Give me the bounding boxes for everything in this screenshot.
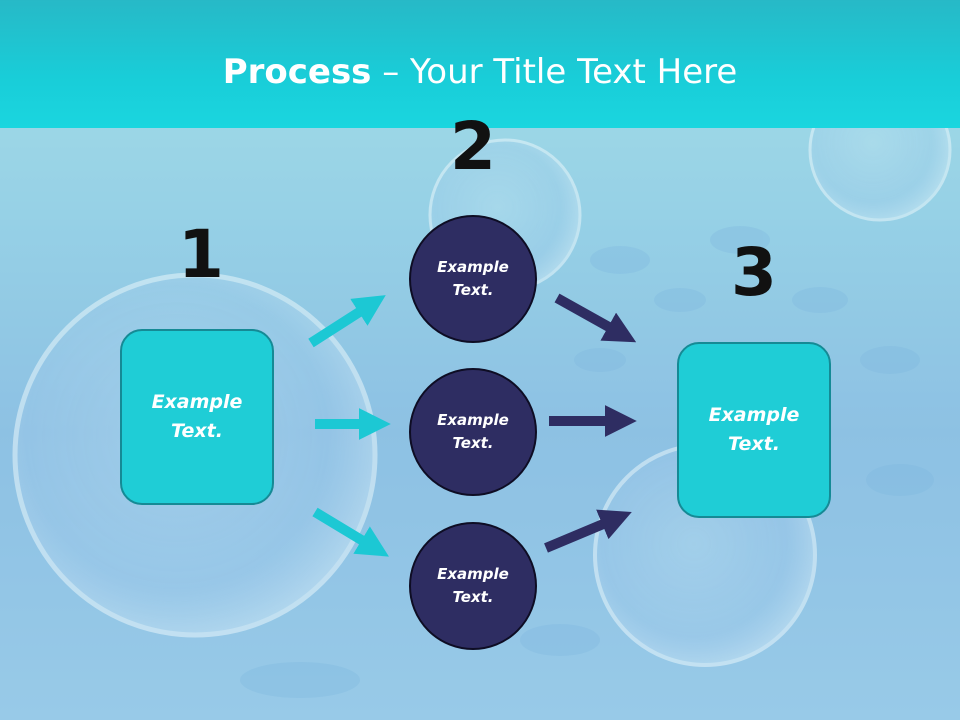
title-bold: Process	[222, 52, 372, 92]
arrow-to-circle-top	[308, 295, 386, 348]
step-2-circle-middle: Example Text.	[409, 368, 537, 496]
step-3-box: Example Text.	[677, 342, 831, 518]
arrow-from-circle-bottom	[544, 509, 632, 553]
page-title: Process – Your Title Text Here	[0, 52, 960, 92]
arrow-from-circle-top	[554, 293, 637, 343]
step-number-2: 2	[450, 108, 496, 185]
step-3-text: Example Text.	[708, 404, 800, 455]
step-1-text: Example Text.	[151, 391, 243, 442]
step-number-3: 3	[731, 234, 777, 311]
step-2-circle-bottom: Example Text.	[409, 522, 537, 650]
circle-top-text: Example Text.	[437, 258, 509, 299]
title-rest: – Your Title Text Here	[371, 52, 738, 92]
title-band	[0, 0, 960, 128]
step-2-circle-top: Example Text.	[409, 215, 537, 343]
arrow-to-circle-bottom	[312, 507, 389, 557]
step-number-1: 1	[178, 216, 224, 293]
circle-bottom-text: Example Text.	[437, 565, 509, 606]
circle-middle-text: Example Text.	[437, 411, 509, 452]
step-1-box: Example Text.	[120, 329, 274, 505]
